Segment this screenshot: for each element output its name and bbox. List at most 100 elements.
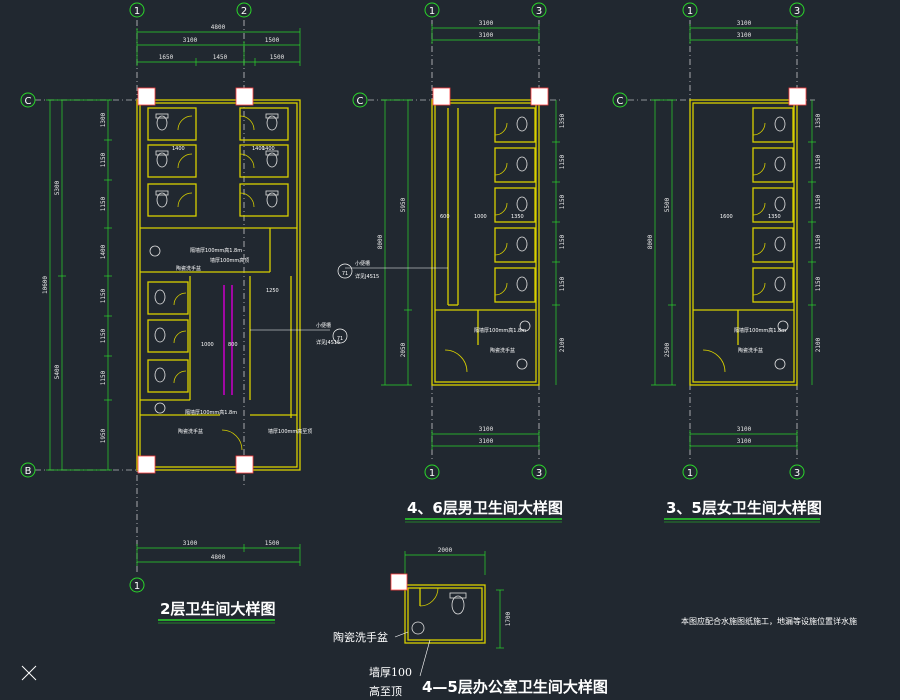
- dim-bottom-b: 1500: [265, 540, 280, 547]
- inner-dim-3: 1400: [262, 146, 275, 152]
- grid-bubble-top-1: 1: [129, 2, 145, 18]
- grid-bubble-35-bottom-3: 3: [789, 464, 805, 480]
- grid-bubble-46-bottom-1: 1: [424, 464, 440, 480]
- note35-basin: 陶瓷洗手盆: [738, 347, 763, 354]
- dim-left-seg5: 1150: [100, 288, 107, 303]
- svg-text:1: 1: [429, 6, 435, 17]
- grid-bubble-top-2: 2: [236, 2, 252, 18]
- plan2-title: 2层卫生间大样图: [160, 600, 275, 618]
- inner35-1: 1600: [720, 214, 733, 220]
- grid-bubble-46-bottom-3: 3: [531, 464, 547, 480]
- ucs-icon: [21, 665, 37, 681]
- svg-text:1: 1: [687, 468, 693, 479]
- dim35-right-4: 1150: [815, 234, 822, 249]
- dim35-top-1: 3100: [737, 20, 752, 27]
- dim46-right-4: 1150: [559, 234, 566, 249]
- svg-text:2: 2: [241, 6, 247, 17]
- dim-left-upper: 5300: [54, 180, 61, 195]
- dim-bottom-total: 4800: [211, 554, 226, 561]
- columns-plan46: [432, 87, 549, 106]
- dim46-right-3: 1150: [559, 194, 566, 209]
- dim-top-total: 4800: [211, 24, 226, 31]
- inner46-1: 600: [440, 214, 450, 220]
- svg-text:71: 71: [337, 336, 343, 342]
- callout46-bubble: 71: [337, 263, 353, 279]
- dim46-bottom-1: 3100: [479, 426, 494, 433]
- dim-left-seg2: 1150: [100, 152, 107, 167]
- dim46-left-upper: 5950: [400, 197, 407, 212]
- inner-dim-1: 1400: [172, 146, 185, 152]
- svg-text:1: 1: [134, 581, 140, 592]
- svg-text:3: 3: [536, 6, 542, 17]
- dim46-right-6: 2100: [559, 337, 566, 352]
- toilet-fixtures-plan35: [774, 116, 789, 370]
- dim35-right-5: 1150: [815, 276, 822, 291]
- dim35-top-2: 3100: [737, 32, 752, 39]
- note-basin: 陶瓷洗手盆: [176, 265, 201, 272]
- grid-bubble-46-top-3: 3: [531, 2, 547, 18]
- toilet-fixtures-plan2: [149, 113, 279, 414]
- plan-2f-toilet: 1 2 1 C B 4800 3100: [20, 2, 348, 624]
- svg-text:71: 71: [342, 271, 348, 277]
- grid-bubble-35-left-c: C: [612, 92, 628, 108]
- plan-45f-office-toilet: 2000 1700 陶瓷洗手盆 墙厚100 高至顶 4—5层办公室卫生间大样图: [333, 547, 608, 698]
- grid-bubble-46-left-c: C: [352, 92, 368, 108]
- note-basin-2: 陶瓷洗手盆: [178, 428, 203, 435]
- plan45-title: 4—5层办公室卫生间大样图: [422, 678, 608, 696]
- note-partition-2: 隔墙厚100mm高1.8m: [185, 409, 237, 416]
- dim-left-total: 10600: [42, 276, 49, 294]
- grid-bubble-bottom-1: 1: [129, 577, 145, 593]
- note-partition: 隔墙厚100mm高1.8m: [190, 247, 242, 254]
- svg-text:3: 3: [794, 6, 800, 17]
- columns-plan35: [788, 87, 807, 106]
- dim-left-seg8: 1950: [100, 428, 107, 443]
- dim35-left-upper: 5500: [664, 197, 671, 212]
- plan35-title: 3、5层女卫生间大样图: [666, 499, 822, 517]
- dim-left-seg4: 1400: [100, 244, 107, 259]
- inner46-2: 1000: [474, 214, 487, 220]
- plan-46f-mens-toilet: 1 3 1 3 C: [337, 2, 566, 523]
- inner-dim-5: 800: [228, 342, 238, 348]
- callout-urinal-ref: 详见J4S15: [316, 339, 340, 346]
- label45-wall-1: 墙厚100: [369, 665, 412, 679]
- plan-35f-womens-toilet: 1 3 1 3 C: [612, 2, 822, 523]
- dim35-bottom-1: 3100: [737, 426, 752, 433]
- label45-wall-2: 高至顶: [369, 684, 402, 698]
- grid-bubble-35-top-1: 1: [682, 2, 698, 18]
- dim35-right-3: 1150: [815, 194, 822, 209]
- inner46-3: 1350: [511, 214, 524, 220]
- grid-bubble-35-top-3: 3: [789, 2, 805, 18]
- note-wall: 墙厚100mm高顶: [210, 257, 249, 264]
- callout46-urinal: 小便槽: [355, 260, 370, 267]
- dim-top-e: 1500: [270, 54, 285, 61]
- grid-bubble-35-bottom-1: 1: [682, 464, 698, 480]
- dim45-right: 1700: [505, 611, 512, 626]
- grid-bubble-46-top-1: 1: [424, 2, 440, 18]
- dim46-top-2: 3100: [479, 32, 494, 39]
- dim46-right-5: 1150: [559, 276, 566, 291]
- svg-text:3: 3: [536, 468, 542, 479]
- note35-partition: 隔墙厚100mm高1.8m: [734, 327, 786, 334]
- inner-dim-2: 1400: [252, 146, 265, 152]
- dim35-left-total: 8000: [647, 234, 654, 249]
- dim35-right-6: 2100: [815, 337, 822, 352]
- note-wall-2: 墙厚100mm高至顶: [268, 428, 312, 435]
- dim46-left-lower: 2050: [400, 342, 407, 357]
- dim-left-seg3: 1150: [100, 196, 107, 211]
- callout-urinal: 小便槽: [316, 322, 331, 329]
- inner-dim-6: 1250: [266, 288, 279, 294]
- dim-left-seg1: 1300: [100, 112, 107, 127]
- dim-bottom-a: 3100: [183, 540, 198, 547]
- svg-text:1: 1: [134, 6, 140, 17]
- svg-text:3: 3: [794, 468, 800, 479]
- grid-bubble-left-c: C: [20, 92, 36, 108]
- inner35-2: 1350: [768, 214, 781, 220]
- note46-partition: 隔墙厚100mm高1.8m: [474, 327, 526, 334]
- svg-text:1: 1: [429, 468, 435, 479]
- svg-text:C: C: [25, 96, 32, 107]
- dim-left-lower: 5400: [54, 364, 61, 379]
- svg-text:B: B: [25, 466, 32, 477]
- plan46-title: 4、6层男卫生间大样图: [407, 499, 563, 517]
- dim35-bottom-2: 3100: [737, 438, 752, 445]
